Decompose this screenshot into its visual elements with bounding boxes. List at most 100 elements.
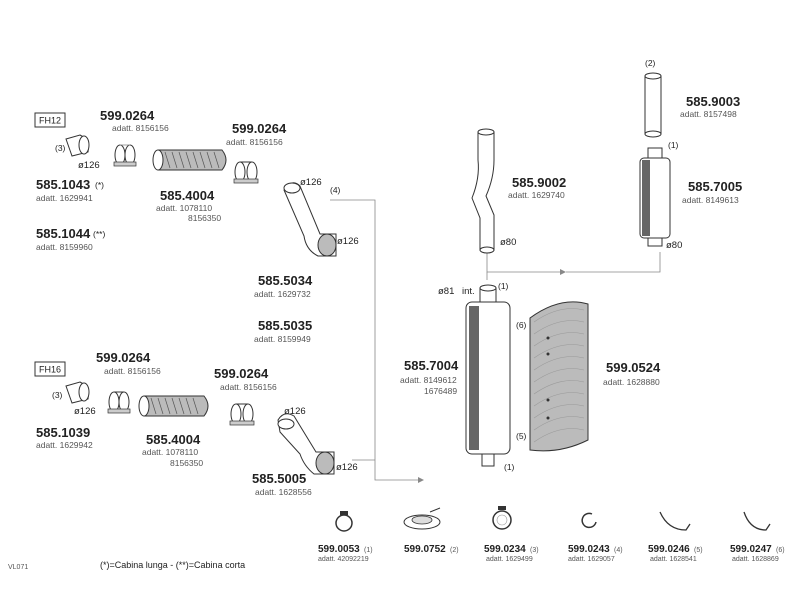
main-silencer-7004-drawing [465,284,511,467]
flex-pipe-drawing-2 [138,395,209,417]
part-599-0264-a: 599.0264 [100,108,155,123]
part-599-0752: 599.0752 [404,544,446,555]
part-599-0264-d: 599.0264 [214,366,269,381]
silencer-7005-drawing [639,147,671,247]
adatt-585-5034: adatt. 1629732 [254,289,311,299]
dim-126-5005-top: ø126 [284,406,306,417]
heat-shield-0524-drawing [529,301,589,452]
ref-6: (6) [516,320,527,330]
clamp-drawing-1 [113,144,137,167]
adatt-585-5005: adatt. 1628556 [255,487,312,497]
dim-126-5034-top: ø126 [300,177,322,188]
adatt-585-9003: adatt. 8157498 [680,109,737,119]
part-585-5035: 585.5035 [258,318,312,333]
adatt-599-0243: adatt. 1629057 [568,556,615,563]
dim-80-9002: ø80 [500,237,516,248]
part-599-0247: 599.0247 [730,544,772,555]
clamp-drawing-3 [107,391,131,414]
part-585-7004: 585.7004 [404,358,459,373]
part-585-1039: 585.1039 [36,425,90,440]
part-585-1044-suffix: (**) [93,229,105,239]
flex-pipe-drawing-1 [152,149,227,171]
adatt-599-0524: adatt. 1628880 [603,377,660,387]
qty-599-0752: (2) [450,547,459,554]
adatt-585-5035: adatt. 8159949 [254,334,311,344]
dim-int: int. [462,286,475,297]
dim-126-5034-bottom: ø126 [337,236,359,247]
fh12-label: FH12 [39,116,61,126]
ref-3-fh16: (3) [52,390,63,400]
flange-0752-icon [403,507,441,530]
adatt-585-7004: adatt. 8149612 [400,375,457,385]
part-585-9002: 585.9002 [512,175,566,190]
inlet-pipe-fh12-drawing [65,134,90,157]
part-585-5034: 585.5034 [258,273,313,288]
dim-126-fh16-inlet: ø126 [74,406,96,417]
ref-1-silencer-top: (1) [668,140,679,150]
adatt-599-0234: adatt. 1629499 [486,556,533,563]
part-585-4004-a: 585.4004 [160,188,215,203]
adatt-599-0264-d: adatt. 8156156 [220,382,277,392]
adatt-599-0264-c: adatt. 8156156 [104,366,161,376]
adatt-599-0053: adatt. 42092219 [318,556,369,563]
bent-pipe-5005-drawing [277,413,335,475]
part-585-7005: 585.7005 [688,179,742,194]
ref-3-fh12: (3) [55,143,66,153]
adatt2-585-7004: 1676489 [424,386,457,396]
part-599-0264-c: 599.0264 [96,350,151,365]
part-599-0524: 599.0524 [606,360,661,375]
fh12-box [34,112,66,128]
part-599-0264-b: 599.0264 [232,121,287,136]
ref-4: (4) [330,185,341,195]
qty-599-0246: (5) [694,547,703,554]
adatt-599-0247: adatt. 1628869 [732,556,779,563]
part-585-1043-suffix: (*) [95,180,104,190]
tailpipe-9003-drawing [644,72,662,138]
part-585-5005: 585.5005 [252,471,306,486]
clamp-drawing-4 [229,403,255,426]
qty-599-0247: (6) [776,547,785,554]
adatt-599-0246: adatt. 1628541 [650,556,697,563]
adatt-599-0264-b: adatt. 8156156 [226,137,283,147]
adatt2-585-4004-b: 8156350 [170,458,203,468]
part-599-0246: 599.0246 [648,544,690,555]
qty-599-0053: (1) [364,547,373,554]
adatt-585-1039: adatt. 1629942 [36,440,93,450]
part-599-0053: 599.0053 [318,544,360,555]
dim-81: ø81 [438,286,454,297]
ref-1-main-bottom: (1) [504,462,515,472]
adatt-585-1044: adatt. 8159960 [36,242,93,252]
ref-2: (2) [645,58,656,68]
adatt-585-9002: adatt. 1629740 [508,190,565,200]
ref-5: (5) [516,431,527,441]
adatt-599-0264-a: adatt. 8156156 [112,123,169,133]
strap-0246-icon [659,511,691,531]
dim-126-fh12-inlet: ø126 [78,160,100,171]
adatt-585-7005: adatt. 8149613 [682,195,739,205]
adatt-585-1043: adatt. 1629941 [36,193,93,203]
part-599-0243: 599.0243 [568,544,610,555]
ref-1-main-top: (1) [498,281,509,291]
adatt-585-4004-a: adatt. 1078110 [156,203,212,213]
fh16-label: FH16 [39,365,61,375]
ring-0243-icon [581,512,597,529]
dim-80-7005: ø80 [666,240,682,251]
part-585-4004-b: 585.4004 [146,432,201,447]
clamp-0053-icon [335,511,353,532]
part-585-1044: 585.1044 [36,226,91,241]
dim-126-5005-bottom: ø126 [336,462,358,473]
legend-note: (*)=Cabina lunga - (**)=Cabina corta [100,560,245,570]
strap-0247-icon [743,511,771,531]
adatt-585-4004-b: adatt. 1078110 [142,447,198,457]
qty-599-0234: (3) [530,547,539,554]
part-585-9003: 585.9003 [686,94,740,109]
qty-599-0243: (4) [614,547,623,554]
clamp-drawing-2 [233,161,259,184]
inlet-pipe-fh16-drawing [65,381,90,404]
bent-pipe-5034-drawing [283,182,337,257]
adatt2-585-4004-a: 8156350 [188,213,221,223]
part-585-1043: 585.1043 [36,177,90,192]
fh16-box [34,361,66,377]
s-pipe-9002-drawing [471,128,495,254]
